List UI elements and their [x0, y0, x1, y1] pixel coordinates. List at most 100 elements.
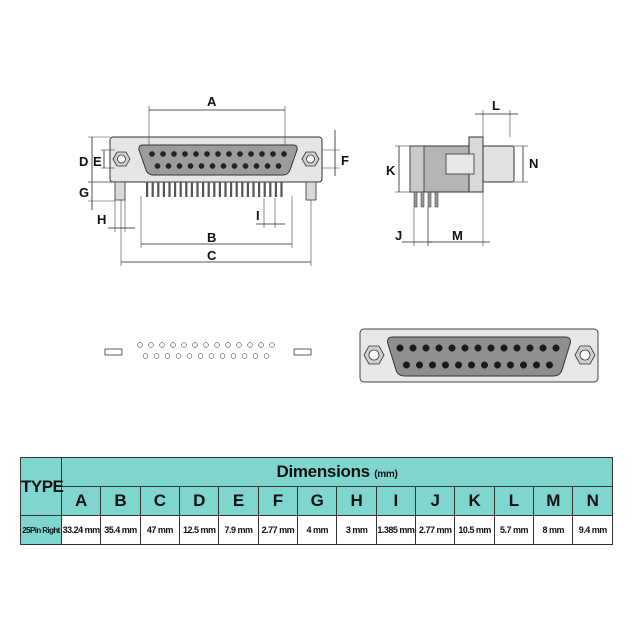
value-d: 12.5 mm — [179, 515, 220, 545]
footprint-hole — [225, 342, 231, 348]
footprint-hole — [197, 353, 204, 359]
face-pin — [415, 361, 424, 369]
footprint-hole — [241, 353, 248, 359]
footprint-hole — [219, 353, 226, 359]
face-pin — [448, 344, 456, 352]
side-view: K L N J M — [386, 98, 538, 246]
front-d-shell — [138, 144, 298, 176]
front-pin — [226, 151, 232, 157]
pcb-pin — [174, 182, 177, 197]
svg-text:G: G — [79, 185, 89, 200]
value-k: 10.5 mm — [454, 515, 495, 545]
svg-text:A: A — [207, 94, 217, 109]
footprint-holes — [137, 342, 275, 359]
face-right-hole — [574, 345, 596, 365]
front-pin — [193, 151, 199, 157]
column-header-f: F — [257, 486, 299, 516]
row-type-label: 25Pin Right — [20, 515, 62, 545]
svg-text:K: K — [386, 163, 396, 178]
column-header-l: L — [493, 486, 535, 516]
face-pin — [467, 361, 476, 369]
front-pin — [253, 163, 260, 169]
face-d-shell — [387, 336, 571, 377]
pcb-pin — [230, 182, 233, 197]
column-header-b: B — [100, 486, 141, 516]
value-m: 8 mm — [533, 515, 574, 545]
dimensions-title-unit: (mm) — [374, 469, 398, 480]
column-header-k: K — [454, 486, 495, 516]
pcb-pin — [263, 182, 266, 197]
pcb-pin — [146, 182, 149, 197]
pcb-pin — [151, 182, 154, 197]
front-pin — [231, 163, 238, 169]
face-pin — [402, 361, 411, 369]
value-b: 35.4 mm — [100, 515, 141, 545]
face-pin — [493, 361, 502, 369]
right-mounting-hole — [301, 151, 320, 167]
face-pin — [500, 344, 508, 352]
value-e: 7.9 mm — [218, 515, 259, 545]
pcb-pin — [241, 182, 244, 197]
front-pin — [182, 151, 188, 157]
left-mounting-hole — [112, 151, 131, 167]
front-pin — [215, 151, 221, 157]
footprint-hole — [192, 342, 198, 348]
front-pin — [149, 151, 155, 157]
footprint-hole — [263, 353, 270, 359]
svg-text:M: M — [452, 228, 463, 243]
pcb-pin — [246, 182, 249, 197]
front-pin — [198, 163, 205, 169]
column-header-e: E — [218, 486, 259, 516]
footprint-hole — [258, 342, 264, 348]
front-pin-field — [149, 151, 287, 169]
pcb-pin — [280, 182, 283, 197]
face-pin-field — [396, 344, 560, 369]
column-header-n: N — [572, 486, 613, 516]
front-pin — [165, 163, 172, 169]
front-pin — [275, 163, 282, 169]
value-l: 5.7 mm — [493, 515, 535, 545]
front-pin — [160, 151, 166, 157]
pcb-pin — [168, 182, 171, 197]
front-view: A B C D E F G H — [79, 94, 349, 266]
face-view — [359, 328, 599, 383]
svg-text:E: E — [93, 154, 102, 169]
svg-text:L: L — [492, 98, 500, 113]
left-slot — [104, 348, 123, 356]
face-pin — [487, 344, 495, 352]
value-a: 33.24 mm — [60, 515, 102, 545]
pcb-pin — [162, 182, 165, 197]
pcb-pin — [179, 182, 182, 197]
footprint-hole — [159, 342, 165, 348]
face-pin — [441, 361, 450, 369]
footprint-hole — [175, 353, 182, 359]
side-pcb-pins — [413, 191, 439, 208]
front-pin — [171, 151, 177, 157]
front-pin — [270, 151, 276, 157]
footprint-hole — [170, 342, 176, 348]
front-pin — [248, 151, 254, 157]
face-pin — [422, 344, 430, 352]
value-n: 9.4 mm — [572, 515, 613, 545]
face-pin — [513, 344, 521, 352]
face-pin — [480, 361, 489, 369]
pcb-pin — [224, 182, 227, 197]
svg-text:N: N — [529, 156, 538, 171]
pcb-pin — [274, 182, 277, 197]
pcb-footprint — [104, 342, 312, 359]
face-pin — [428, 361, 437, 369]
front-pin — [220, 163, 227, 169]
side-shell — [482, 145, 515, 183]
face-pin — [526, 344, 534, 352]
svg-text:H: H — [97, 212, 106, 227]
face-pin — [519, 361, 528, 369]
svg-text:J: J — [395, 228, 402, 243]
footprint-hole — [153, 353, 160, 359]
front-pin — [264, 163, 271, 169]
svg-text:D: D — [79, 154, 88, 169]
svg-text:I: I — [256, 208, 260, 223]
svg-text:F: F — [341, 153, 349, 168]
pcb-pin — [235, 182, 238, 197]
